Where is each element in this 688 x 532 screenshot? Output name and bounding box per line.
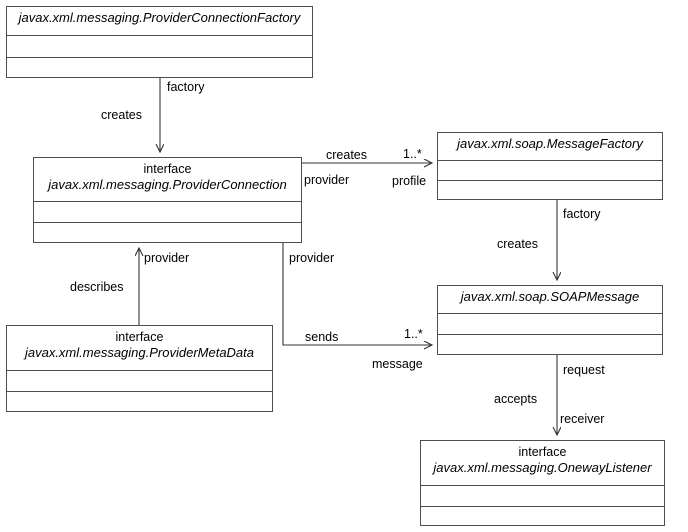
class-header: interface javax.xml.messaging.ProviderMe… [7, 326, 272, 371]
class-operations-compartment [7, 392, 272, 411]
class-header: javax.xml.messaging.ProviderConnectionFa… [7, 7, 312, 36]
association-role-factory: factory [167, 80, 205, 94]
association-role-provider: provider [144, 251, 190, 265]
class-attributes-compartment [438, 161, 662, 181]
association-name-describes: describes [70, 280, 124, 294]
association-name-sends: sends [305, 330, 339, 344]
class-operations-compartment [438, 335, 662, 354]
class-box-oneway-listener[interactable]: interface javax.xml.messaging.OnewayList… [420, 440, 665, 526]
class-attributes-compartment [421, 486, 664, 507]
class-name: javax.xml.messaging.ProviderConnectionFa… [18, 10, 301, 25]
association-multiplicity: 1..* [403, 147, 422, 161]
class-name: javax.xml.messaging.OnewayListener [433, 460, 652, 475]
class-stereotype: interface [518, 445, 567, 459]
association-role-provider: provider [304, 173, 350, 187]
association-role-message: message [372, 357, 423, 371]
class-operations-compartment [7, 58, 312, 77]
class-name: javax.xml.soap.SOAPMessage [460, 289, 640, 304]
class-stereotype: interface [143, 162, 192, 176]
class-box-provider-connection-factory[interactable]: javax.xml.messaging.ProviderConnectionFa… [6, 6, 313, 78]
class-name: javax.xml.soap.MessageFactory [457, 136, 643, 151]
association-role-factory: factory [563, 207, 601, 221]
class-box-message-factory[interactable]: javax.xml.soap.MessageFactory [437, 132, 663, 200]
class-box-soap-message[interactable]: javax.xml.soap.SOAPMessage [437, 285, 663, 355]
class-header: javax.xml.soap.MessageFactory [438, 133, 662, 161]
class-name: javax.xml.messaging.ProviderMetaData [24, 345, 255, 360]
class-operations-compartment [34, 223, 301, 242]
association-name-accepts: accepts [494, 392, 538, 406]
edge-connection-sends-soapmessage [282, 243, 432, 345]
association-multiplicity: 1..* [404, 327, 423, 341]
association-name-creates: creates [326, 148, 367, 162]
class-attributes-compartment [7, 371, 272, 392]
association-role-receiver: receiver [560, 412, 605, 426]
class-name: javax.xml.messaging.ProviderConnection [48, 177, 287, 192]
class-attributes-compartment [7, 36, 312, 58]
class-attributes-compartment [438, 314, 662, 335]
class-box-provider-metadata[interactable]: interface javax.xml.messaging.ProviderMe… [6, 325, 273, 412]
association-role-provider: provider [289, 251, 335, 265]
association-role-request: request [563, 363, 605, 377]
class-header: javax.xml.soap.SOAPMessage [438, 286, 662, 314]
association-name-creates: creates [101, 108, 142, 122]
class-operations-compartment [421, 507, 664, 526]
class-box-provider-connection[interactable]: interface javax.xml.messaging.ProviderCo… [33, 157, 302, 243]
class-header: interface javax.xml.messaging.OnewayList… [421, 441, 664, 486]
class-header: interface javax.xml.messaging.ProviderCo… [34, 158, 301, 202]
association-role-profile: profile [392, 174, 427, 188]
class-operations-compartment [438, 181, 662, 199]
class-attributes-compartment [34, 202, 301, 223]
class-stereotype: interface [115, 330, 164, 344]
association-name-creates: creates [497, 237, 538, 251]
